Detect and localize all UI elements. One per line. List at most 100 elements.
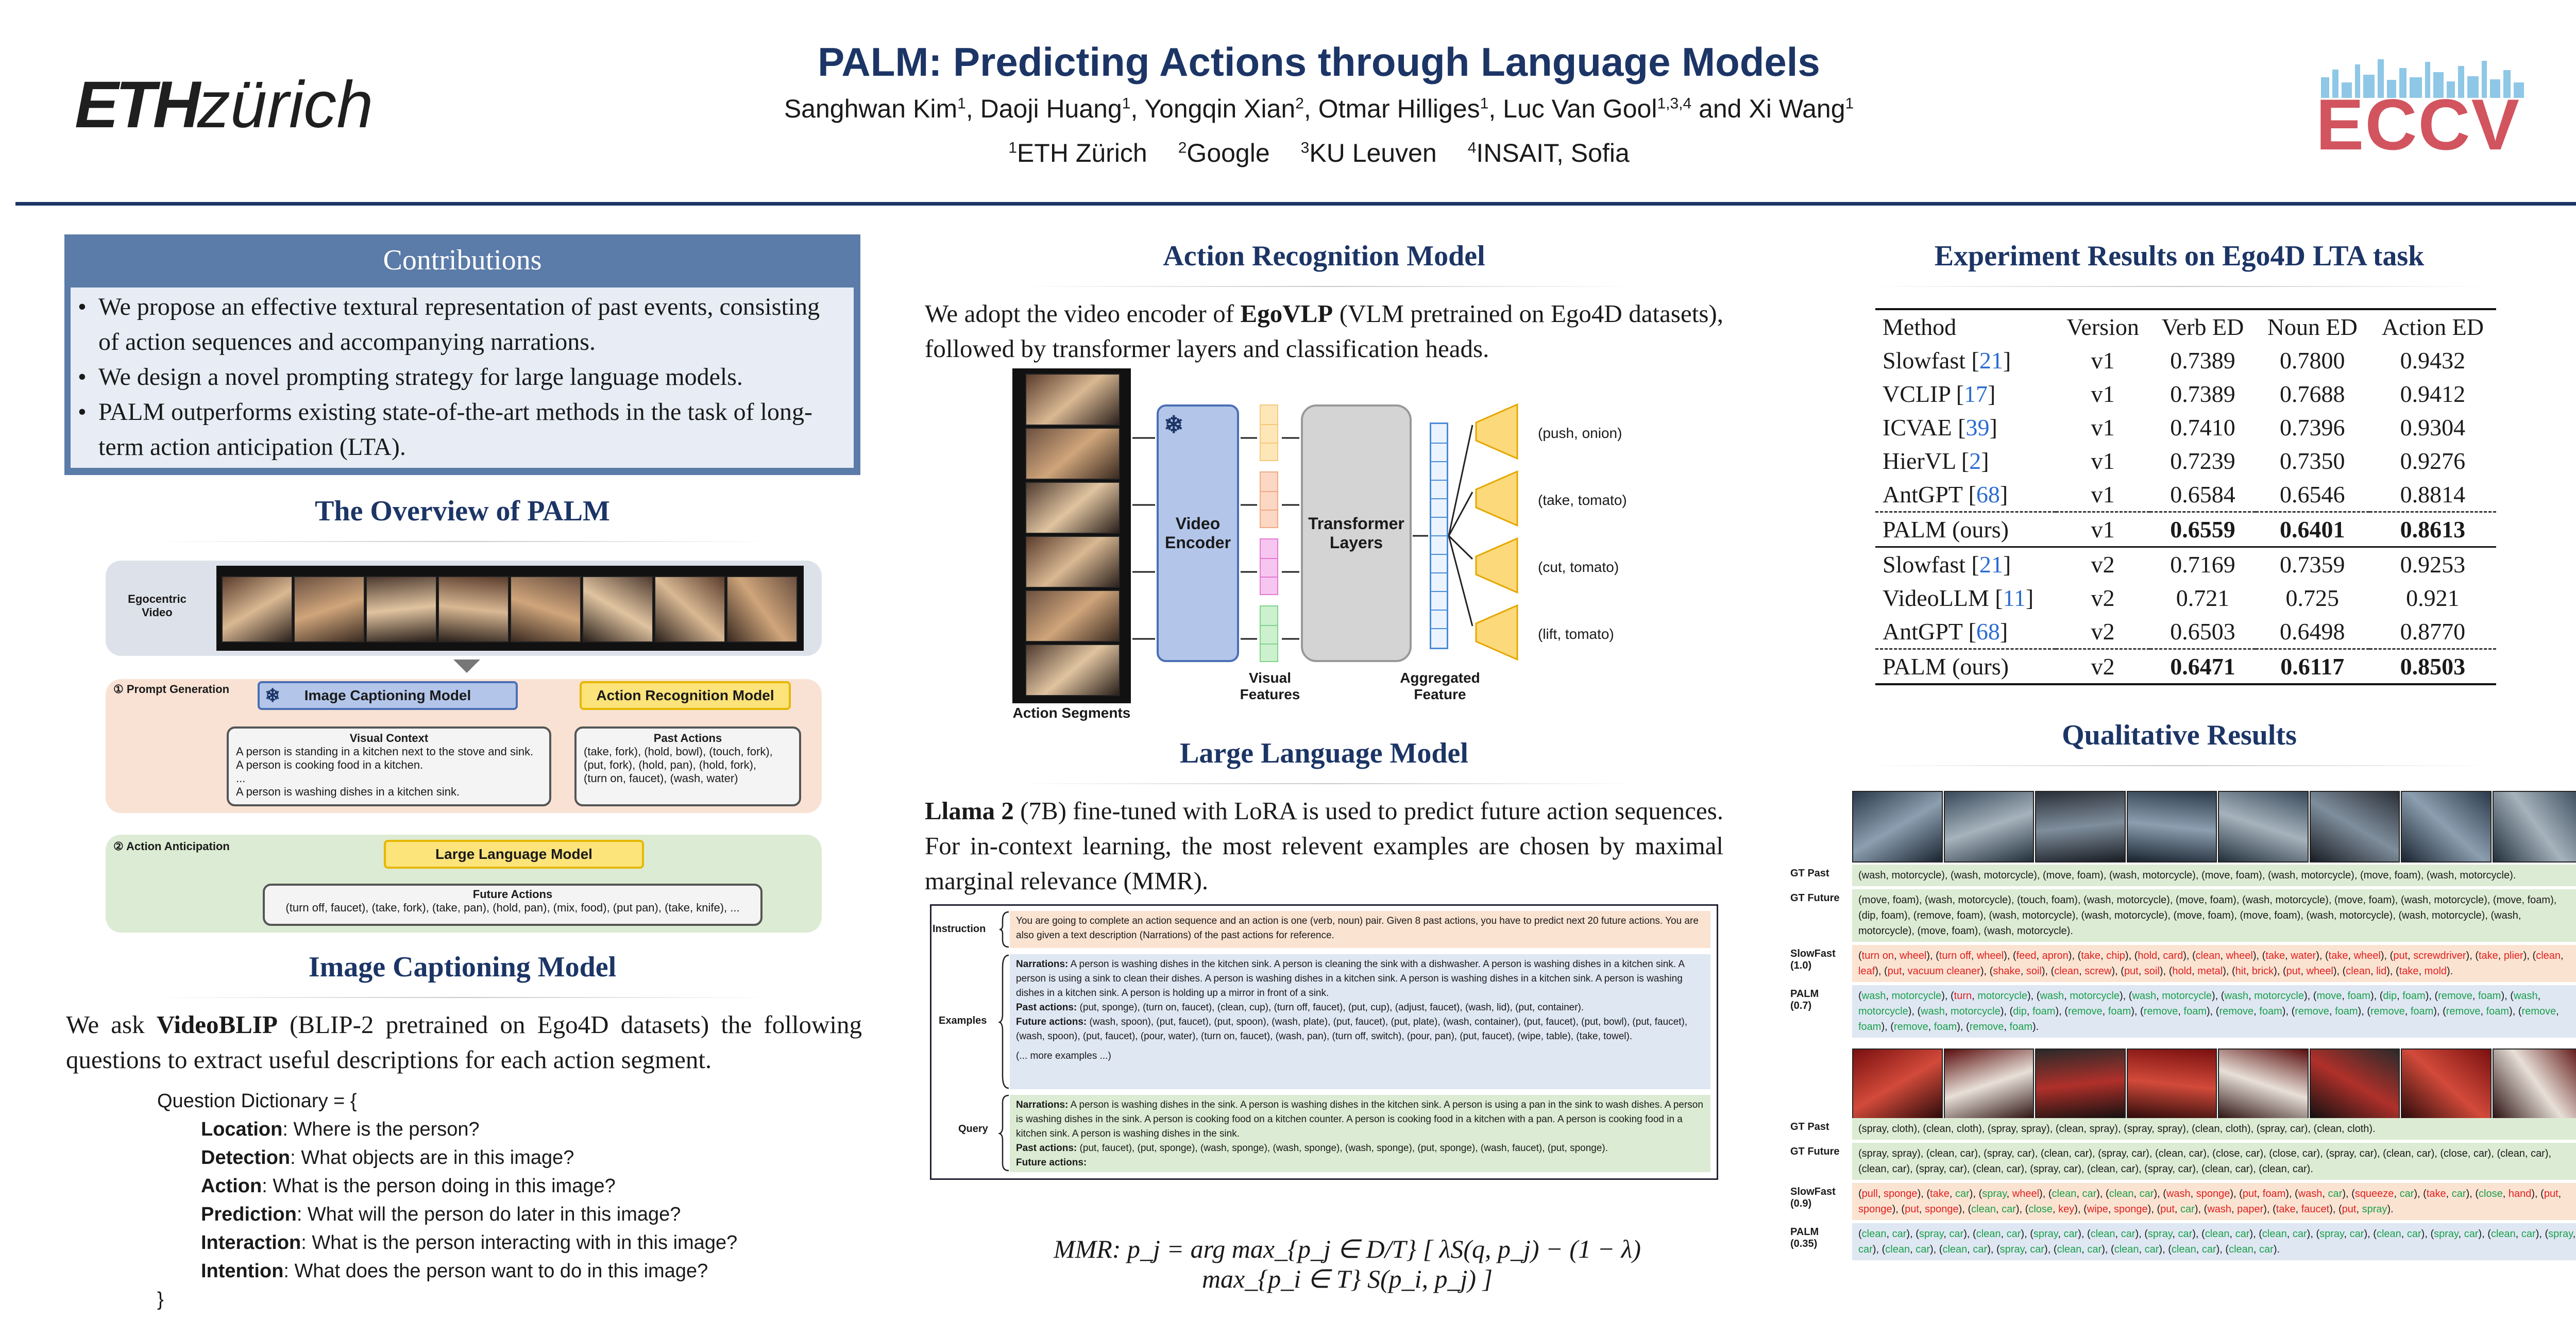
past-actions-line: (turn on, faucet), (wash, water): [584, 772, 738, 785]
action-word: clean: [2059, 1123, 2084, 1135]
action-word: plier: [2503, 950, 2523, 961]
author-name: Daoji Huang: [980, 94, 1122, 123]
action-word: car: [2292, 1163, 2307, 1175]
query-block: Narrations: A person is washing dishes i…: [1010, 1095, 1710, 1172]
qualitative-row-label: GT Past: [1790, 1118, 1852, 1140]
action-recognition-text: We adopt the video encoder of EgoVLP (VL…: [925, 299, 1723, 363]
table-cell-version: v2: [2091, 653, 2115, 680]
visual-context-line: ...: [236, 772, 246, 785]
table-cell-noun: 0.7359: [2280, 551, 2345, 578]
action-word: car: [2235, 1163, 2250, 1175]
action-word: car: [2189, 1148, 2204, 1159]
action-word: put: [2124, 966, 2139, 977]
author-affil-sup: 1: [957, 95, 966, 112]
action-word: put: [2544, 1188, 2558, 1199]
qualitative-row: SlowFast(1.0)(turn on, wheel), (turn off…: [1790, 945, 2576, 982]
snowflake-icon: ❄: [1164, 411, 1184, 438]
experiments-title: Experiment Results on Ego4D LTA task: [1934, 240, 2425, 272]
author-name: Sanghwan Kim: [784, 94, 958, 123]
action-word: feed: [2016, 950, 2037, 961]
eccv-logo: ECCV: [2316, 57, 2532, 161]
question-key: Prediction: [201, 1204, 297, 1225]
action-word: dip: [2013, 1006, 2027, 1017]
action-word: foam: [2108, 1006, 2131, 1017]
action-recognition-title: Action Recognition Model: [1163, 240, 1485, 272]
table-cell-verb: 0.721: [2176, 585, 2230, 611]
action-word: key: [2058, 1204, 2075, 1215]
action-word: take: [2081, 950, 2101, 961]
action-word: motorcycle: [1891, 870, 1942, 881]
video-encoder-box: ❄ Video Encoder: [1157, 404, 1239, 662]
action-word: move: [2046, 870, 2072, 881]
future-actions-line: (turn off, faucet), (take, fork), (take,…: [285, 901, 740, 914]
video-frame: [1025, 428, 1120, 480]
table-cell-version: v1: [2091, 381, 2115, 407]
affil-name: INSAIT, Sofia: [1476, 139, 1630, 167]
table-cell-method: ICVAE [39]: [1883, 414, 1997, 441]
action-word: car: [2406, 1228, 2421, 1240]
table-cell-action: 0.8503: [2400, 653, 2466, 680]
video-frame: [726, 576, 798, 642]
table-cell-action: 0.9276: [2400, 448, 2466, 474]
action-word: clean: [1885, 1244, 1910, 1255]
action-word: move: [1861, 894, 1887, 906]
qualitative-row: GT Future(move, foam), (wash, motorcycle…: [1790, 889, 2576, 942]
action-word: clean: [2195, 1123, 2220, 1135]
row-label-score: (0.9): [1790, 1198, 1812, 1209]
action-word: spray: [2548, 1228, 2573, 1240]
action-output: (push, onion): [1538, 425, 1622, 441]
author-affil-sup: 1: [1122, 95, 1131, 112]
action-word: move: [2496, 894, 2522, 906]
table-cell-verb: 0.6503: [2170, 618, 2235, 645]
affil-sup: 2: [1178, 139, 1187, 157]
action-word: take: [2426, 1188, 2446, 1199]
action-word: move: [2179, 894, 2205, 906]
method-name: HierVL: [1883, 448, 1956, 474]
egocentric-video-label: Egocentric Video: [128, 593, 187, 619]
table-cell-action: 0.8613: [2400, 516, 2466, 543]
motorcycle-frames: [1852, 791, 2576, 863]
action-word: wash: [1992, 910, 2016, 921]
video-frame: [1852, 1049, 1943, 1120]
table-cell-verb: 0.7410: [2170, 414, 2235, 441]
method-name: ICVAE: [1883, 414, 1952, 441]
action-word: wheel: [1900, 950, 1927, 961]
video-frame: [438, 576, 509, 642]
action-word: clean: [2229, 1244, 2253, 1255]
action-word: car: [2144, 1244, 2159, 1255]
action-word: motorcycle: [2070, 990, 2120, 1002]
question-text: : What is the person interacting with in…: [301, 1232, 738, 1254]
action-word: clean: [2158, 1148, 2183, 1159]
author-list: Sanghwan Kim1, Daoji Huang1, Yongqin Xia…: [784, 94, 1854, 123]
row-label-name: SlowFast: [1790, 1186, 1836, 1197]
video-frame: [1943, 1049, 2034, 1120]
action-recognition-box: Action Recognition Model: [580, 681, 791, 710]
action-word: put: [2242, 1188, 2257, 1199]
action-word: sponge: [1925, 1204, 1959, 1215]
visual-context-line: A person is cooking food in a kitchen.: [236, 758, 423, 771]
qualitative-row-text: (clean, car), (spray, car), (clean, car)…: [1852, 1223, 2576, 1260]
video-frame: [2035, 1049, 2126, 1120]
feature-divider: [1261, 558, 1277, 559]
action-word: remove: [1969, 1021, 2004, 1033]
action-word: wash: [2310, 910, 2334, 921]
action-word: motorcycle: [1858, 925, 1908, 937]
section-divider: [1870, 765, 2488, 766]
question-key: Location: [201, 1119, 283, 1140]
action-word: wash: [2430, 870, 2454, 881]
action-word: close: [2479, 1188, 2503, 1199]
action-word: spray: [2329, 1148, 2354, 1159]
video-frame: [1025, 482, 1120, 534]
action-word: motorcycle: [2339, 910, 2389, 921]
action-word: clean: [2262, 1163, 2287, 1175]
table-cell-method: VideoLLM [11]: [1883, 585, 2034, 611]
section-divider: [1020, 286, 1638, 287]
video-frame: [1025, 644, 1120, 696]
action-word: car: [2399, 1188, 2414, 1199]
future-actions-box: Future Actions (turn off, faucet), (take…: [263, 884, 762, 926]
action-word: soil: [2026, 966, 2042, 977]
action-word: clean: [2500, 1148, 2525, 1159]
row-label-name: SlowFast: [1790, 948, 1836, 959]
action-word: cloth: [1956, 1123, 1979, 1135]
